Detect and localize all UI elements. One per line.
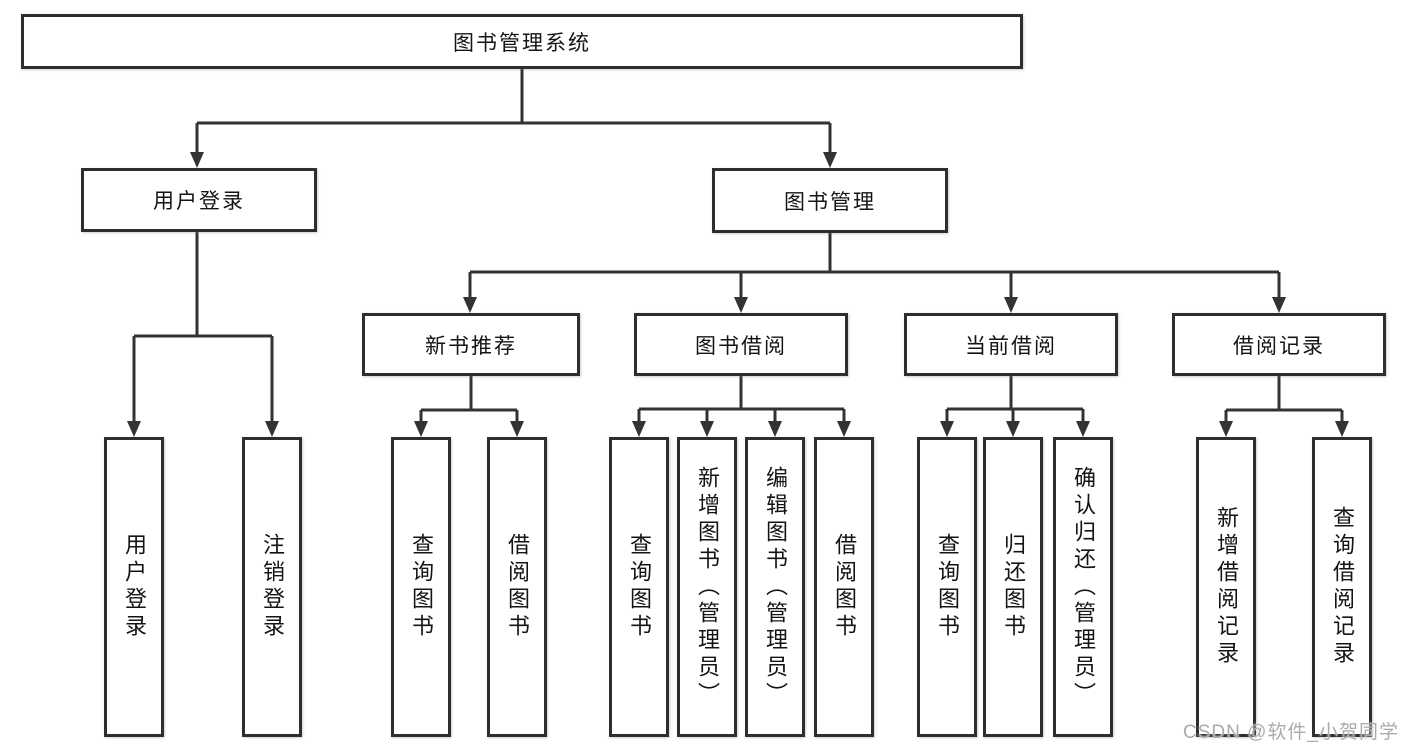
node-root-system: 图书管理系统 bbox=[21, 14, 1023, 69]
node-borrow-books-recommend: 借阅图书 bbox=[487, 437, 547, 737]
node-return-book: 归还图书 bbox=[983, 437, 1043, 737]
node-new-book-recommend: 新书推荐 bbox=[362, 313, 580, 376]
node-query-books-current: 查询图书 bbox=[917, 437, 977, 737]
node-edit-book-admin: 编辑图书（管理员） bbox=[745, 437, 805, 737]
node-logout-leaf: 注销登录 bbox=[242, 437, 302, 737]
node-borrow-records: 借阅记录 bbox=[1172, 313, 1386, 376]
node-add-borrow-record: 新增借阅记录 bbox=[1196, 437, 1256, 737]
node-confirm-return-admin: 确认归还（管理员） bbox=[1053, 437, 1113, 737]
node-query-books-borrow: 查询图书 bbox=[609, 437, 669, 737]
node-current-borrow: 当前借阅 bbox=[904, 313, 1118, 376]
node-borrow-books-leaf: 借阅图书 bbox=[814, 437, 874, 737]
node-user-login-leaf: 用户登录 bbox=[104, 437, 164, 737]
node-book-borrow: 图书借阅 bbox=[634, 313, 848, 376]
node-book-management: 图书管理 bbox=[712, 168, 948, 233]
node-user-login: 用户登录 bbox=[81, 168, 317, 232]
csdn-watermark: CSDN @软件_小贺同学 bbox=[1183, 722, 1399, 743]
node-query-borrow-record: 查询借阅记录 bbox=[1312, 437, 1372, 737]
node-query-books-recommend: 查询图书 bbox=[391, 437, 451, 737]
node-add-book-admin: 新增图书（管理员） bbox=[677, 437, 737, 737]
